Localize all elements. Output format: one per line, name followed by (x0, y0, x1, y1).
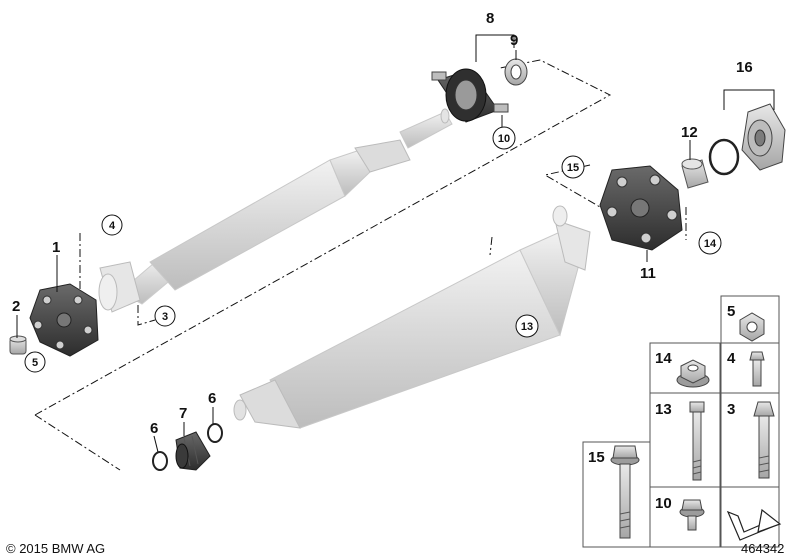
fastener-legend: 5 14 4 13 3 (582, 295, 782, 548)
callout-10: 10 (498, 133, 510, 145)
sleeve (681, 158, 709, 189)
leader-lines (16, 34, 775, 453)
hex-bolt-icon (753, 401, 775, 479)
copyright-notice: © 2015 BMW AG (6, 541, 105, 556)
callout-2: 2 (12, 298, 20, 315)
callout-4: 4 (109, 220, 116, 232)
rubber-boot (175, 431, 211, 471)
hex-nut-icon (739, 312, 765, 342)
callout-13: 13 (521, 321, 533, 333)
legend-5: 5 (727, 303, 735, 320)
small-flange-bolt-icon (679, 499, 705, 531)
callout-1: 1 (52, 239, 60, 256)
callout-8: 8 (486, 10, 494, 27)
legend-4: 4 (727, 350, 736, 367)
short-bolt-icon (749, 351, 765, 387)
callout-16: 16 (736, 59, 753, 76)
callout-9: 9 (510, 32, 518, 49)
legend-10: 10 (655, 495, 672, 512)
callout-6b: 6 (208, 390, 216, 407)
assembly-lines (34, 59, 687, 471)
flex-disc-front (29, 283, 99, 357)
callout-15: 15 (567, 162, 579, 174)
callout-6a: 6 (150, 420, 158, 437)
flange-nut-icon (676, 359, 710, 388)
legend-3: 3 (727, 401, 735, 418)
diagram-number: 464342 (741, 541, 784, 556)
callout-3: 3 (162, 311, 168, 323)
callout-5: 5 (32, 357, 38, 369)
retaining-ring-right (207, 423, 223, 443)
direction-arrow-icon (726, 508, 782, 541)
o-ring (708, 138, 740, 176)
flange-bolt-icon (610, 445, 640, 539)
legend-13: 13 (655, 401, 672, 418)
front-propeller-shaft (98, 108, 453, 313)
callout-14: 14 (704, 238, 717, 250)
centering-sleeve (9, 335, 27, 355)
legend-14: 14 (655, 350, 672, 367)
long-bolt-icon (689, 401, 705, 481)
callouts: 1 2 6 7 6 8 9 12 16 11 4 3 5 10 15 14 13 (12, 10, 753, 437)
rear-propeller-shaft (233, 205, 591, 429)
flex-disc-rear (599, 165, 683, 251)
center-bearing (431, 68, 509, 123)
callout-7: 7 (179, 405, 187, 422)
bearing-seal-ring (504, 58, 528, 86)
callout-11: 11 (640, 265, 656, 282)
output-flange (741, 103, 786, 171)
retaining-ring-left (152, 451, 168, 471)
callout-12: 12 (681, 124, 698, 141)
legend-15: 15 (588, 449, 605, 466)
